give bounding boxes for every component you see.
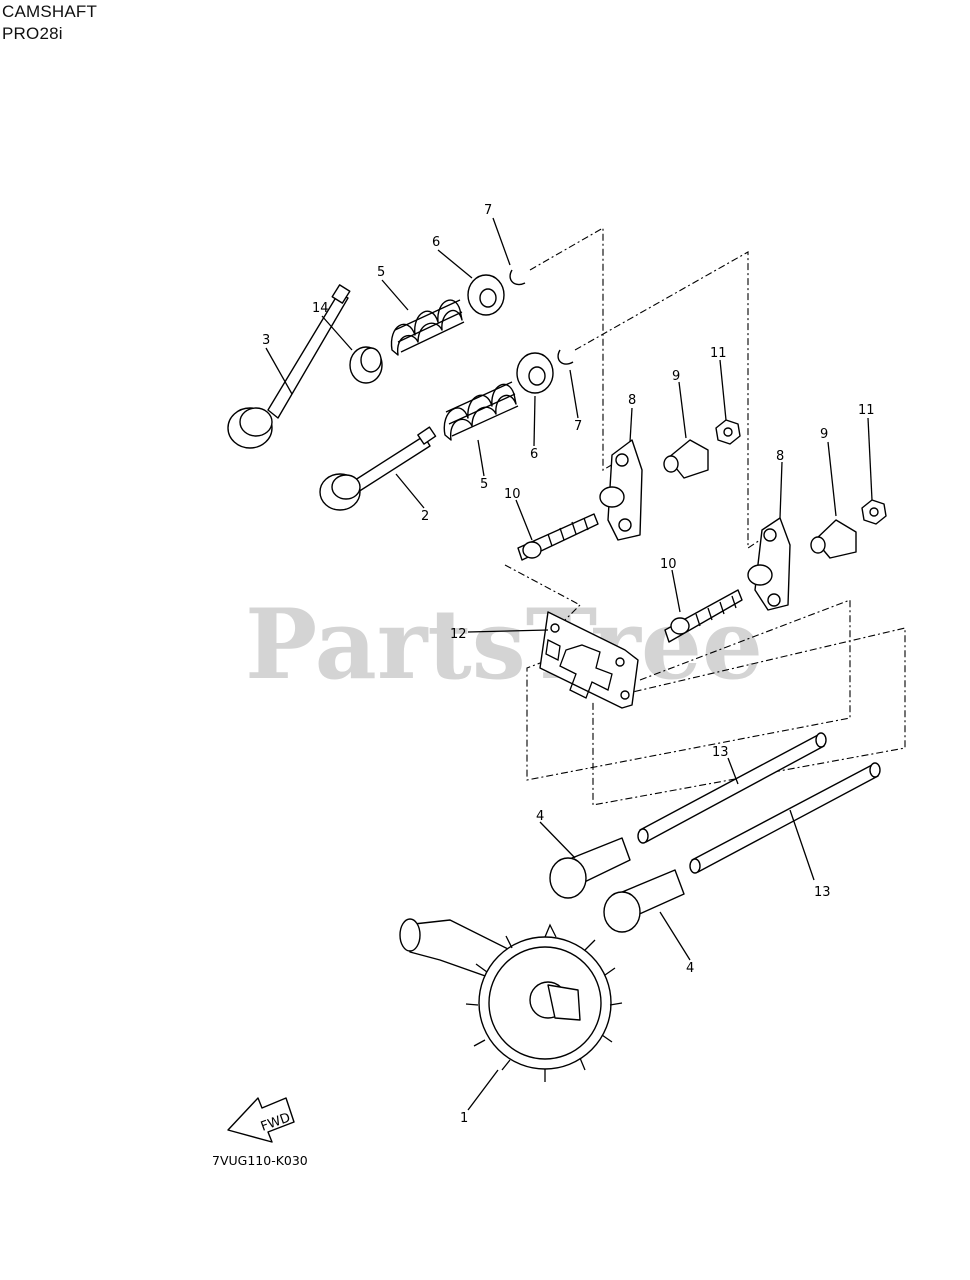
spring-retainer-lower <box>516 352 554 394</box>
callout-4a: 4 <box>536 809 544 824</box>
model-name: PRO28i <box>2 24 63 43</box>
valve-spring-lower <box>443 381 519 441</box>
callout-14: 14 <box>312 301 329 316</box>
valve-spring-upper <box>390 299 465 356</box>
valve-collet-lower <box>557 349 574 365</box>
callout-7a: 7 <box>484 203 492 218</box>
rocker-nut-1 <box>715 419 741 445</box>
valve-stem-seal <box>349 346 383 384</box>
exhaust-valve <box>319 426 437 511</box>
rocker-stud-2 <box>664 589 743 643</box>
push-rod-guide-plate <box>539 611 639 709</box>
callout-11a: 11 <box>710 346 727 361</box>
forward-direction-arrow: FWD <box>227 1097 295 1143</box>
callout-4b: 4 <box>686 961 694 976</box>
callout-1: 1 <box>460 1111 468 1126</box>
callout-13a: 13 <box>712 745 729 760</box>
callout-2: 3 <box>262 333 270 348</box>
watermark: PartsTree <box>245 588 763 701</box>
rocker-pivot-2 <box>810 519 857 559</box>
intake-valve <box>227 284 351 449</box>
callout-5a: 5 <box>377 265 385 280</box>
callout-6a: 6 <box>432 235 440 250</box>
rocker-pivot-1 <box>663 439 709 479</box>
callout-8a: 8 <box>628 393 636 408</box>
callout-13b: 13 <box>814 885 831 900</box>
page-title: CAMSHAFT <box>2 2 98 21</box>
callout-11b: 11 <box>858 403 875 418</box>
rocker-arm-1 <box>599 439 643 541</box>
callout-5b: 5 <box>480 477 488 492</box>
valve-tappet-1 <box>549 837 631 899</box>
callout-8b: 8 <box>776 449 784 464</box>
callout-3: 2 <box>421 509 429 524</box>
diagram-code: 7VUG110-K030 <box>212 1153 308 1168</box>
callout-7b: 7 <box>574 419 582 434</box>
spring-retainer-upper <box>467 274 505 316</box>
callout-10a: 10 <box>504 487 521 502</box>
push-rod-2 <box>689 762 881 874</box>
push-rod-1 <box>637 732 827 844</box>
callout-10b: 10 <box>660 557 677 572</box>
rocker-nut-2 <box>861 499 887 525</box>
rocker-stud-1 <box>517 513 599 561</box>
callout-leader-lines <box>265 217 873 1111</box>
camshaft-gear <box>399 918 623 1082</box>
assembly-guide-lines <box>504 227 906 806</box>
valve-tappet-2 <box>603 869 685 933</box>
callout-labels: 3 14 5 6 7 2 5 6 7 8 9 11 10 8 9 11 10 1… <box>262 203 875 1126</box>
callout-6b: 6 <box>530 447 538 462</box>
valve-collet-upper <box>509 269 526 286</box>
callout-12: 12 <box>450 627 467 642</box>
callout-9b: 9 <box>820 427 828 442</box>
callout-9a: 9 <box>672 369 680 384</box>
rocker-arm-2 <box>747 517 791 611</box>
